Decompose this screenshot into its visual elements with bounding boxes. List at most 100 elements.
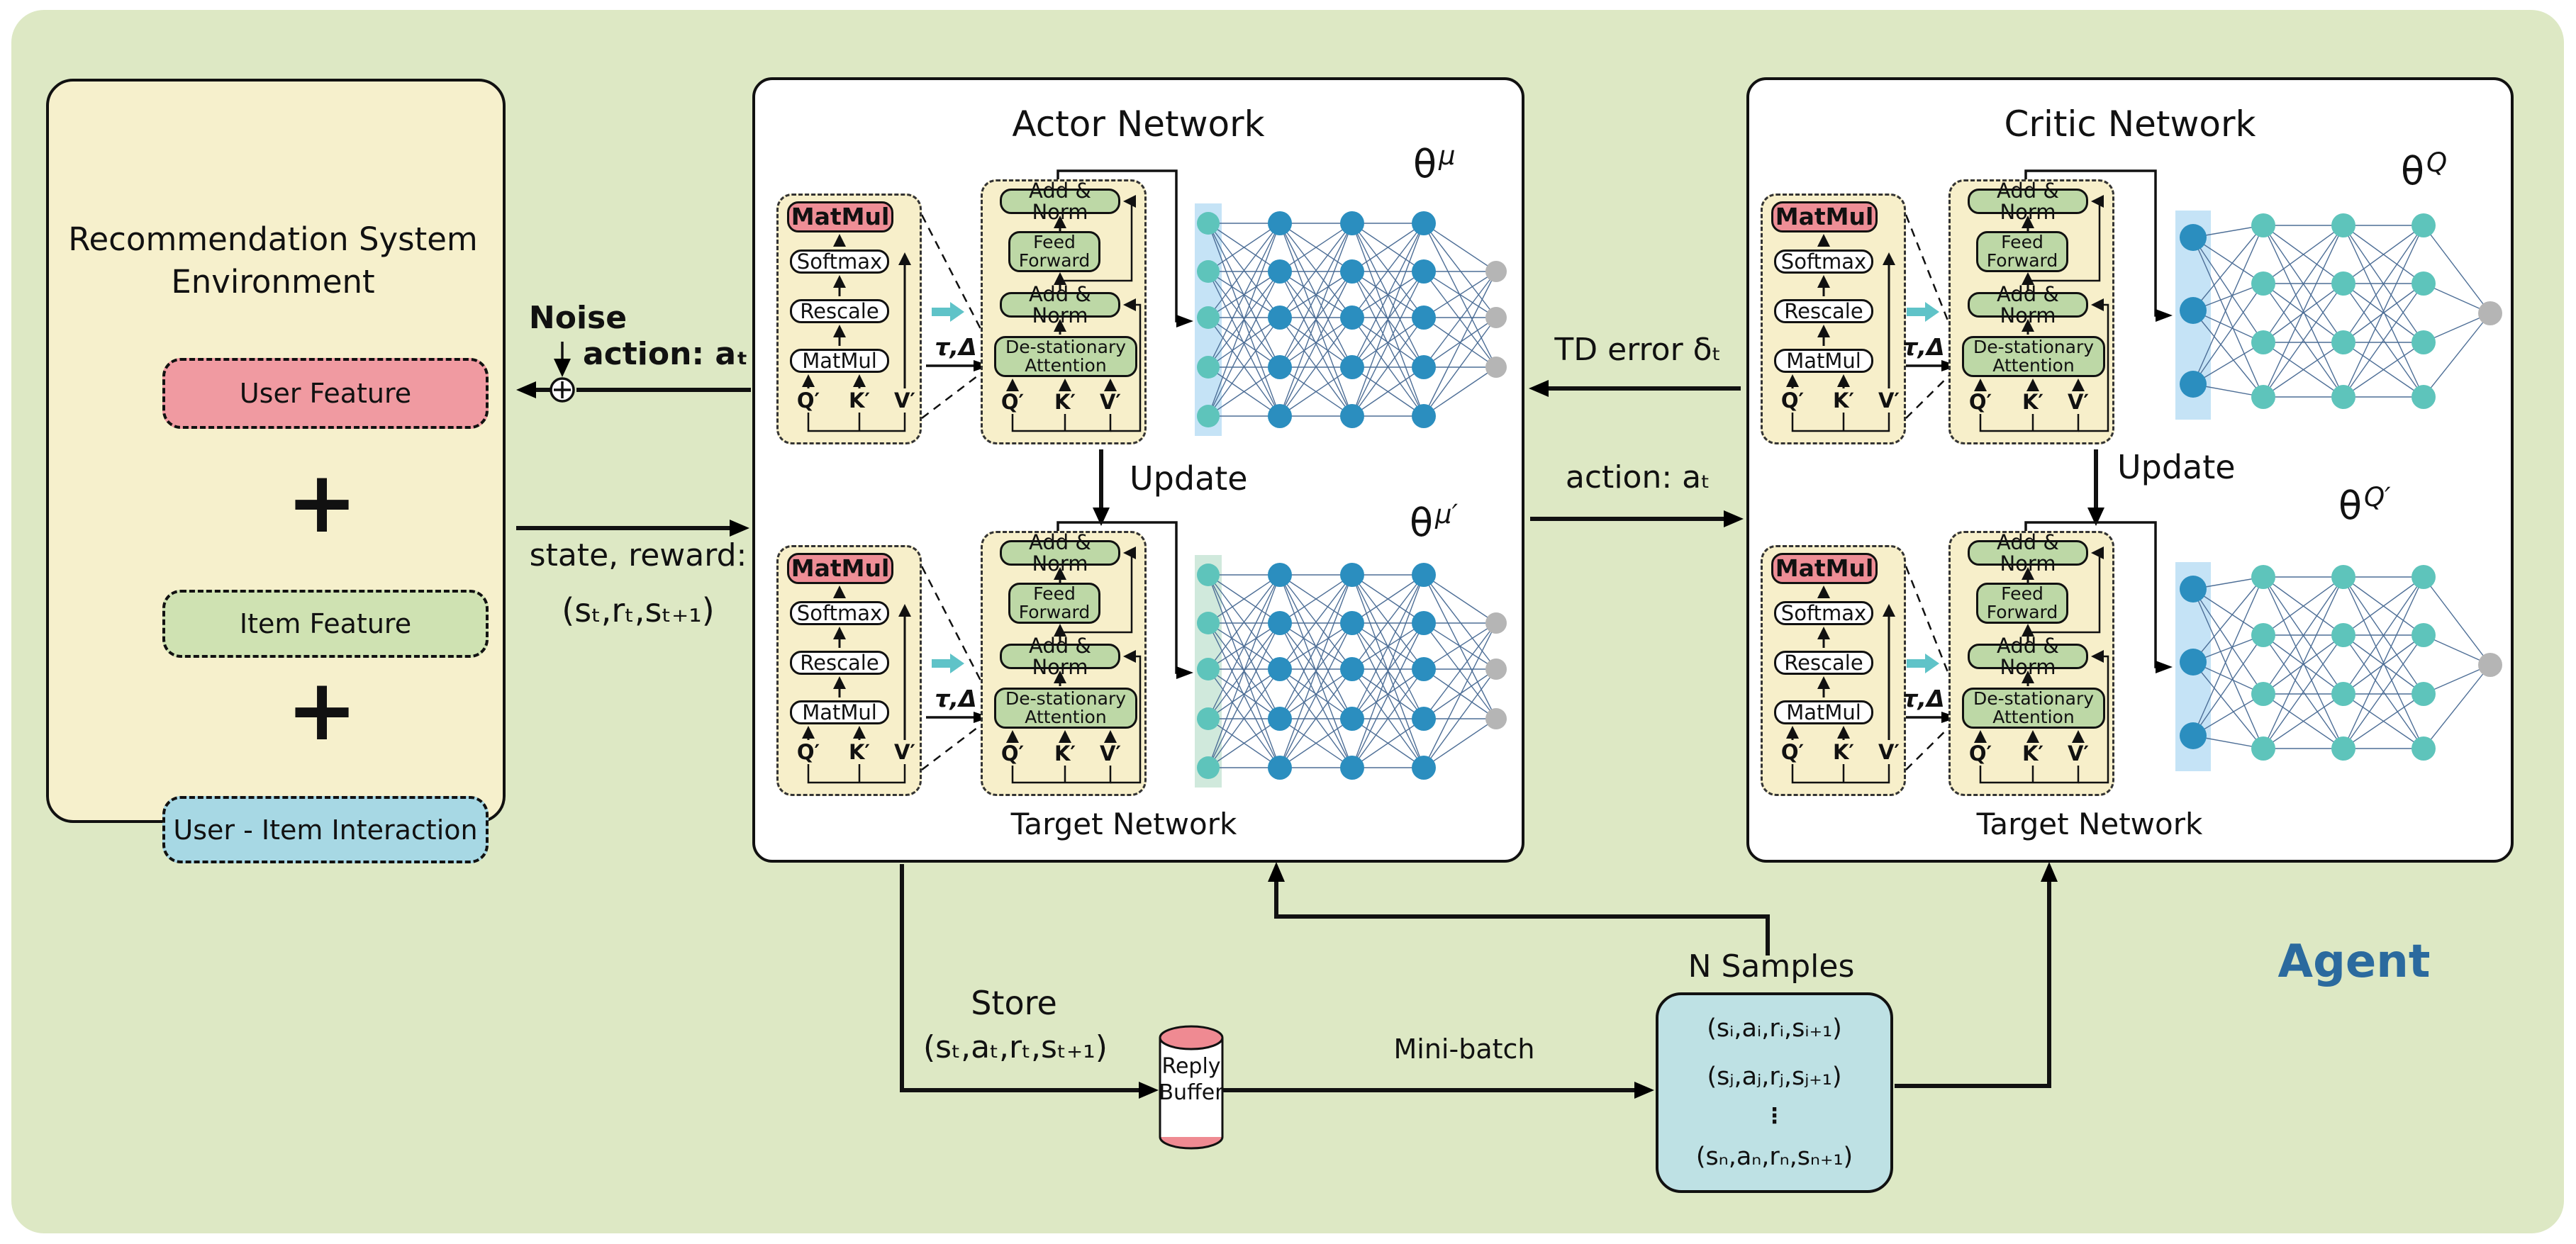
nn-node: [1197, 612, 1220, 634]
nn-node: [1268, 259, 1292, 284]
nn-node: [2251, 271, 2275, 296]
nn-node: [1485, 261, 1507, 282]
nn-node: [2331, 623, 2355, 647]
nn-node: [1268, 404, 1292, 428]
td-error-arrow: [1529, 380, 1741, 397]
nn-node: [2331, 330, 2355, 354]
nn-node: [2478, 301, 2502, 325]
nn-node: [2411, 682, 2436, 706]
nn-node: [2180, 224, 2207, 251]
nn-node: [1340, 756, 1364, 780]
reply-buffer-cylinder: [1159, 1025, 1224, 1150]
nn-node: [1340, 563, 1364, 587]
nn-node: [1197, 356, 1220, 379]
nn-node: [2411, 623, 2436, 647]
environment-box: Recommendation System Environment User F…: [46, 79, 506, 863]
nn-node: [1340, 611, 1364, 635]
nn-node: [2180, 649, 2207, 676]
nn-node: [2251, 565, 2275, 589]
nn-node: [1268, 211, 1292, 235]
nn-node: [1268, 563, 1292, 587]
nn-node: [1268, 306, 1292, 330]
environment-title-line1: Recommendation System: [68, 220, 478, 258]
nn-node: [2180, 297, 2207, 324]
nn-node: [2331, 565, 2355, 589]
nn-node: [1197, 212, 1220, 235]
nn-node: [1340, 657, 1364, 681]
nn-node: [2478, 653, 2502, 677]
nn-node: [1340, 211, 1364, 235]
nn-node: [2411, 736, 2436, 761]
nn-node: [1412, 404, 1436, 428]
environment-title-line2: Environment: [171, 263, 375, 301]
nn-node: [1197, 405, 1220, 427]
user-feature-box: User Feature: [162, 358, 489, 429]
nn-node: [1197, 260, 1220, 283]
nn-node: [1268, 756, 1292, 780]
nn-node: [1485, 659, 1507, 680]
noise-action-arrow: [516, 342, 751, 403]
nn-node: [1340, 355, 1364, 379]
attn-output-arrows: [1056, 169, 2173, 679]
dashed-connectors: [920, 214, 1961, 771]
nn-node: [2331, 213, 2355, 237]
nn-node: [1340, 306, 1364, 330]
sample-row: (sₙ,aₙ,rₙ,sₙ₊₁): [1695, 1142, 1853, 1171]
nn-node: [1340, 404, 1364, 428]
nn-node: [2251, 736, 2275, 761]
teal-transfer-arrow-icons: [932, 302, 1939, 673]
nn-node: [1197, 756, 1220, 779]
store-arrow: [900, 864, 1159, 1099]
nn-node: [1197, 564, 1220, 586]
nn-node: [1412, 563, 1436, 587]
nn-node: [2251, 330, 2275, 354]
ellipsis-dots: ⋮: [1763, 1104, 1785, 1129]
nn-node: [2331, 736, 2355, 761]
nn-node: [1197, 707, 1220, 730]
nn-node: [2411, 565, 2436, 589]
nn-node: [1412, 259, 1436, 284]
nn-node: [2251, 682, 2275, 706]
nn-node: [1485, 307, 1507, 328]
nn-node: [2251, 213, 2275, 237]
nn-node: [1412, 211, 1436, 235]
nn-node: [1412, 611, 1436, 635]
samples-to-critic-arrow: [1895, 862, 2058, 1088]
nn-node: [1485, 357, 1507, 378]
samples-to-actor-arrow: [1268, 862, 1770, 956]
nn-node: [2180, 371, 2207, 398]
sample-row: (sⱼ,aⱼ,rⱼ,sⱼ₊₁): [1707, 1062, 1842, 1091]
nn-node: [2411, 385, 2436, 409]
nn-node: [1412, 355, 1436, 379]
nn-node: [1197, 658, 1220, 680]
nn-node: [2411, 271, 2436, 296]
nn-node: [1485, 708, 1507, 729]
nn-node: [1268, 707, 1292, 731]
nn-node: [2331, 271, 2355, 296]
state-reward-arrow: [516, 520, 749, 537]
plus-sign: +: [286, 454, 358, 552]
nn-node: [2411, 330, 2436, 354]
nn-node: [2411, 213, 2436, 237]
actor-update-arrow: [1093, 449, 1110, 526]
plus-sign: +: [286, 661, 358, 760]
nn-node: [2331, 385, 2355, 409]
nn-node: [1412, 306, 1436, 330]
user-item-interaction-box: User - Item Interaction: [162, 796, 489, 863]
tau-delta-arrows: [926, 360, 1958, 723]
action-arrow: [1530, 510, 1744, 527]
nn-node: [1340, 707, 1364, 731]
neural-networks: [1195, 203, 2502, 788]
nn-node: [1485, 612, 1507, 634]
nn-node: [1412, 657, 1436, 681]
nn-node: [1412, 707, 1436, 731]
nn-node: [2331, 682, 2355, 706]
nn-node: [1268, 611, 1292, 635]
nn-node: [2180, 576, 2207, 603]
minibatch-arrow: [1222, 1082, 1654, 1099]
nn-node: [1268, 355, 1292, 379]
nn-node: [2251, 385, 2275, 409]
n-samples-box: (sᵢ,aᵢ,rᵢ,sᵢ₊₁) (sⱼ,aⱼ,rⱼ,sⱼ₊₁) ⋮ (sₙ,aₙ…: [1656, 992, 1893, 1193]
